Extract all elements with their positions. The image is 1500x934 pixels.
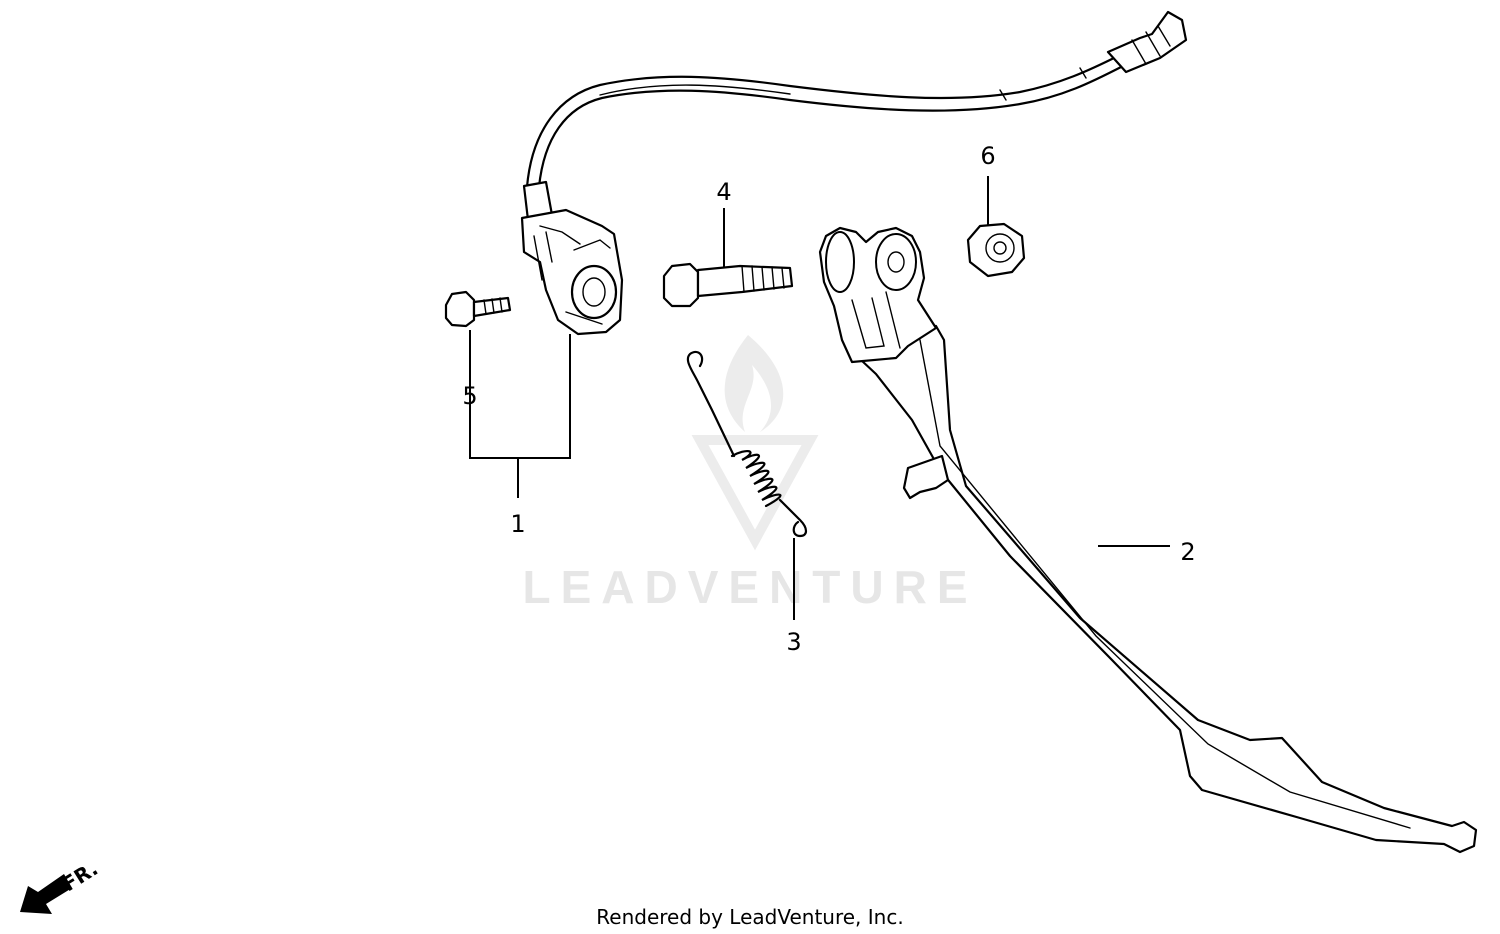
pivot-bolt-head [662, 262, 700, 308]
side-stand-arm [844, 324, 1478, 854]
side-stand-pivot-bracket [818, 226, 938, 364]
pivot-bolt-shank [696, 264, 794, 298]
callout-1: 1 [510, 510, 525, 538]
part-3-spring[interactable] [686, 350, 808, 538]
footer-credit: Rendered by LeadVenture, Inc. [596, 905, 903, 929]
part-6-nut[interactable] [966, 222, 1026, 278]
spring-upper-hook [686, 350, 736, 458]
callout-6: 6 [980, 142, 995, 170]
leader-lines [469, 176, 1170, 620]
spring-coil [730, 450, 782, 508]
leader-part-1 [469, 330, 571, 498]
callout-5: 5 [462, 382, 477, 410]
bolt-head [444, 290, 476, 328]
callout-4: 4 [716, 178, 731, 206]
part-4-pivot-bolt[interactable] [662, 262, 794, 308]
spring-lower-hook [778, 498, 808, 538]
callout-3: 3 [786, 628, 801, 656]
nut-body [966, 222, 1026, 278]
side-stand-spring-tab [902, 454, 950, 500]
watermark-text: LEADVENTURE [522, 561, 977, 613]
part-2-side-stand[interactable] [818, 226, 1478, 854]
wire-connector-plug [1106, 10, 1188, 74]
callout-2: 2 [1180, 538, 1195, 566]
switch-wire-harness [525, 54, 1125, 189]
part-1-side-stand-switch[interactable] [520, 10, 1188, 336]
part-5-bolt[interactable] [444, 290, 512, 328]
front-arrow-icon [20, 874, 72, 914]
watermark-flame-logo [691, 335, 819, 551]
front-direction-indicator: FR. [20, 856, 102, 914]
watermark: LEADVENTURE [522, 335, 977, 613]
